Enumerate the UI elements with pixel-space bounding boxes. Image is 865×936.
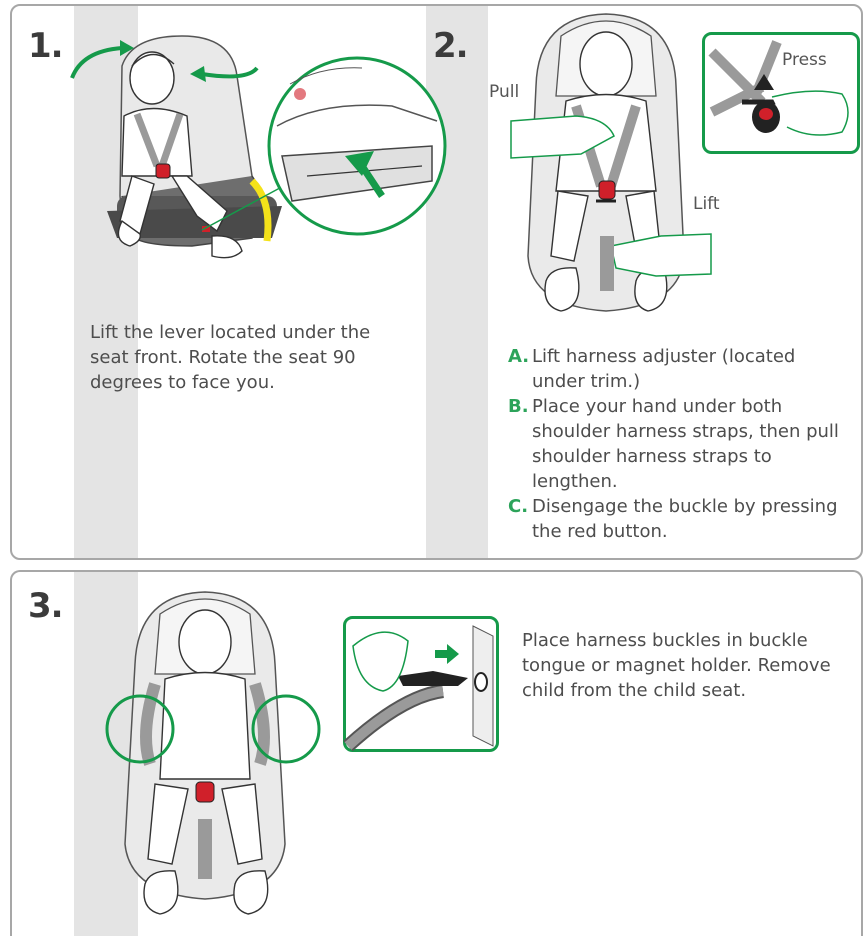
step-2-item-c: C.Disengage the buckle by pressing the r… xyxy=(508,494,846,544)
item-letter: B. xyxy=(508,394,529,419)
step-2-item-a: A.Lift harness adjuster (located under t… xyxy=(508,344,846,394)
pull-label: Pull xyxy=(489,82,519,102)
press-label: Press xyxy=(782,50,827,70)
item-letter: C. xyxy=(508,494,528,519)
step-1-number: 1. xyxy=(28,26,63,66)
step-3-text: Place harness buckles in buckle tongue o… xyxy=(522,628,857,703)
step-2-instructions: A.Lift harness adjuster (located under t… xyxy=(508,344,846,544)
buckle-holder-inset xyxy=(343,616,499,752)
step-3-number: 3. xyxy=(28,586,63,626)
press-buckle-inset xyxy=(702,32,860,154)
item-text: Disengage the buckle by pressing the red… xyxy=(532,496,838,542)
step-1-text: Lift the lever located under the seat fr… xyxy=(90,320,408,395)
item-text: Lift harness adjuster (located under tri… xyxy=(532,346,795,392)
step-2-item-b: B.Place your hand under both shoulder ha… xyxy=(508,394,846,494)
lift-label: Lift xyxy=(693,194,720,214)
step-1-illustration xyxy=(62,6,442,296)
item-letter: A. xyxy=(508,344,529,369)
step-3-illustration xyxy=(100,584,310,934)
item-text: Place your hand under both shoulder harn… xyxy=(532,396,839,492)
